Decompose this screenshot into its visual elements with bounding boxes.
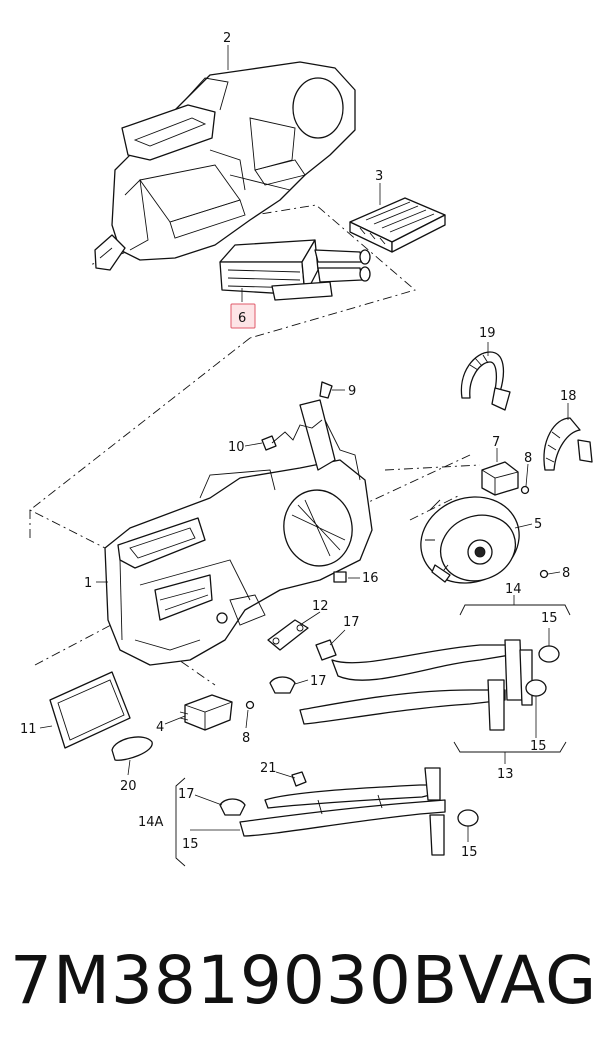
callout-17b: 17	[310, 674, 327, 689]
callout-8c: 8	[242, 731, 250, 746]
callout-2: 2	[223, 31, 231, 46]
callout-8a: 8	[524, 451, 532, 466]
highlight-box	[230, 303, 256, 329]
callout-1: 1	[84, 576, 92, 591]
part-15-sleeves	[457, 645, 560, 827]
part-12-bracket	[267, 619, 309, 651]
callout-7: 7	[492, 435, 500, 450]
callout-11: 11	[20, 722, 37, 737]
callout-12: 12	[312, 599, 329, 614]
part-14A-hoses	[239, 767, 446, 856]
callout-16: 16	[362, 571, 379, 586]
callout-19: 19	[479, 326, 496, 341]
part-19-clamp	[460, 351, 511, 411]
caption: 7M3819030B VAG	[10, 930, 596, 1030]
part-11-filter	[49, 671, 131, 749]
part-20-cap	[111, 736, 153, 761]
callout-10: 10	[228, 440, 245, 455]
callout-5: 5	[534, 517, 542, 532]
part-2-upper-housing	[94, 61, 356, 271]
callout-17c: 17	[178, 787, 195, 802]
part-18-clamp	[543, 417, 593, 471]
part-1-lower-housing	[104, 399, 373, 666]
callout-3: 3	[375, 169, 383, 184]
part-14-hoses	[299, 639, 533, 731]
callout-20: 20	[120, 779, 137, 794]
callout-15a: 15	[541, 611, 558, 626]
exploded-parts-diagram: 2 3 6 19 9 18 7 10 8 5 16 1 8 14 12 17 1…	[20, 31, 593, 867]
leader-lines	[39, 45, 569, 842]
callout-9: 9	[348, 384, 356, 399]
callout-15c: 15	[182, 837, 199, 852]
fasteners	[245, 381, 549, 787]
callout-14: 14	[505, 582, 522, 597]
part-3-filter	[349, 197, 446, 253]
callout-6: 6	[238, 311, 246, 326]
callout-4: 4	[156, 720, 164, 735]
part-5-blower-motor	[420, 496, 520, 584]
part-7-resistor	[481, 461, 519, 496]
callout-14A: 14A	[138, 815, 164, 830]
callout-15d: 15	[461, 845, 478, 860]
callout-17a: 17	[343, 615, 360, 630]
part-17-clips	[219, 639, 337, 816]
part-4-control-unit	[179, 694, 233, 731]
brand-label: VAG	[458, 941, 598, 1019]
part-number-label: 7M3819030B	[10, 941, 459, 1019]
callouts: 2 3 6 19 9 18 7 10 8 5 16 1 8 14 12 17 1…	[20, 31, 577, 860]
callout-13: 13	[497, 767, 514, 782]
callout-15b: 15	[530, 739, 547, 754]
callout-21: 21	[260, 761, 277, 776]
callout-8b: 8	[562, 566, 570, 581]
callout-18: 18	[560, 389, 577, 404]
wiring-loom	[271, 419, 323, 444]
part-6-heat-exchanger	[219, 239, 371, 301]
group-brackets	[175, 604, 571, 867]
